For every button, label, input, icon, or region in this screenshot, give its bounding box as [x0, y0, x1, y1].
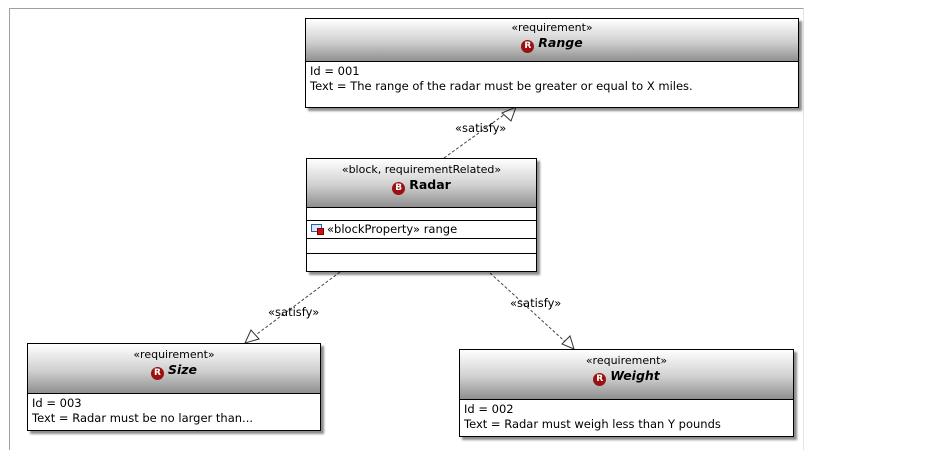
stereotype-label: «requirement» [133, 348, 215, 361]
requirement-text: Text = The range of the radar must be gr… [310, 79, 693, 93]
stereotype-label: «block, requirementRelated» [341, 163, 502, 176]
empty-compartment [307, 239, 536, 254]
requirement-id: Id = 003 [32, 396, 82, 410]
requirement-badge-icon: R [150, 367, 164, 380]
empty-compartment [307, 208, 536, 221]
element-name: Weight [610, 368, 660, 383]
requirement-id: Id = 002 [464, 402, 514, 416]
satisfy-label-size: «satisfy» [268, 305, 320, 319]
requirement-badge-icon: R [593, 373, 607, 386]
satisfy-label-weight: «satisfy» [510, 296, 562, 310]
requirement-text: Text = Radar must weigh less than Y poun… [464, 417, 721, 431]
requirement-badge-icon: R [521, 40, 535, 53]
requirement-id: Id = 001 [310, 64, 360, 78]
element-name: Size [167, 362, 198, 377]
stereotype-label: «requirement» [511, 21, 593, 34]
element-name: Range [538, 35, 583, 50]
block-property-label: «blockProperty» range [327, 222, 458, 236]
requirement-text: Text = Radar must be no larger than... [32, 411, 254, 425]
block-property-icon [311, 224, 324, 235]
satisfy-label-range: «satisfy» [455, 121, 507, 135]
element-name: Radar [409, 177, 451, 192]
block-property-row[interactable]: «blockProperty» range [307, 221, 536, 239]
block-badge-icon: B [392, 182, 406, 195]
stereotype-label: «requirement» [585, 354, 668, 367]
